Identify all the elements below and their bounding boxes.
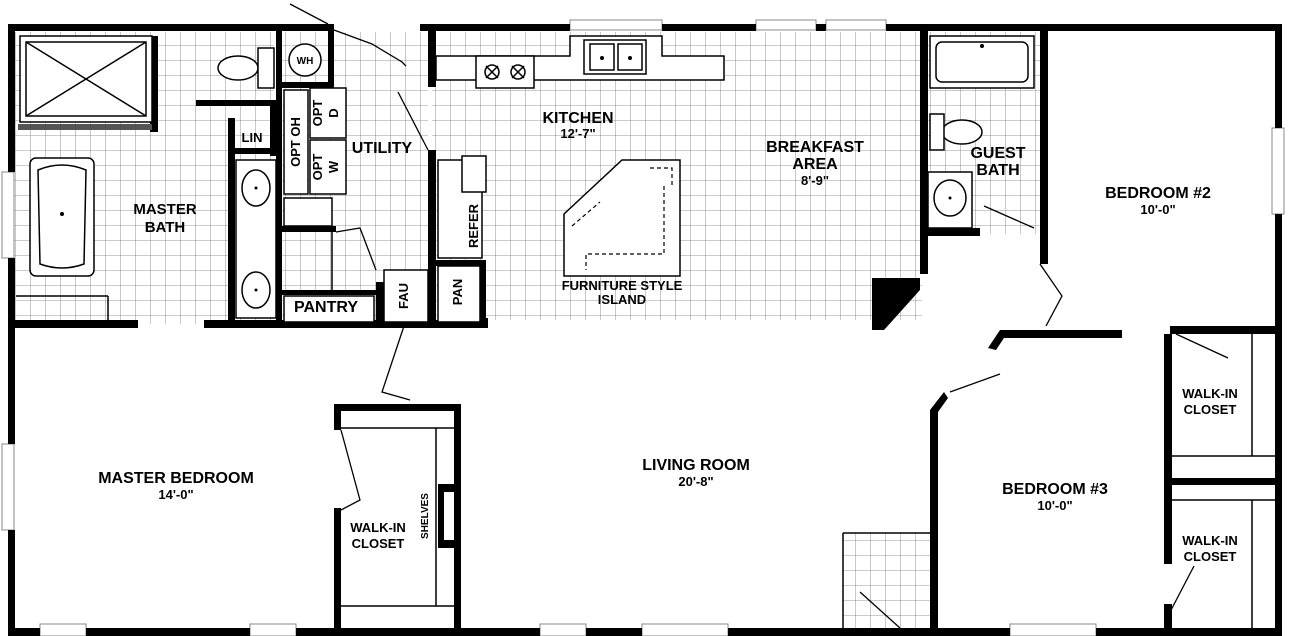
guest-tub-icon <box>929 35 1035 89</box>
breakfast-dim: 8'-9" <box>801 173 829 188</box>
island-label-line1: FURNITURE STYLE <box>562 278 683 293</box>
kitchen-sink-icon <box>583 39 647 75</box>
stove-icon <box>475 55 535 89</box>
interior-lines <box>16 87 1275 628</box>
water-heater-icon <box>288 43 322 77</box>
master-bath-label-line2: BATH <box>145 219 186 236</box>
toilet-icon <box>217 47 275 89</box>
kitchen-dim: 12'-7" <box>560 126 595 141</box>
bedroom2-dim: 10'-0" <box>1140 202 1175 217</box>
living-room-label: LIVING ROOM <box>642 457 750 474</box>
walls <box>8 24 1282 636</box>
opt-oh-label: OPT OH <box>288 117 303 167</box>
breakfast-label-line1: BREAKFAST <box>766 139 864 156</box>
master-closet-label-line1: WALK-IN <box>350 520 406 535</box>
shower-icon <box>18 35 153 130</box>
island-label-line2: ISLAND <box>598 292 646 307</box>
utility-label: UTILITY <box>352 140 413 157</box>
walkin-closet-1-label-line1: WALK-IN <box>1182 386 1238 401</box>
master-bedroom-dim: 14'-0" <box>158 487 193 502</box>
walkin-closet-2-label-line2: CLOSET <box>1184 549 1237 564</box>
opt-d-label-line2: D <box>326 108 341 117</box>
bathtub-icon <box>29 157 95 277</box>
pantry-label: PANTRY <box>294 299 358 316</box>
master-closet-label-line2: CLOSET <box>352 536 405 551</box>
kitchen-label: KITCHEN <box>542 110 613 127</box>
guest-bath-label-line1: GUEST <box>970 145 1025 162</box>
sink-icon <box>235 159 277 319</box>
guest-toilet-icon <box>929 113 983 151</box>
bedroom3-label: BEDROOM #3 <box>1002 481 1108 498</box>
opt-d-label-line1: OPT <box>310 100 325 127</box>
bedroom2-label: BEDROOM #2 <box>1105 185 1211 202</box>
breakfast-label-line2: AREA <box>792 156 838 173</box>
opt-w-label-line1: OPT <box>310 154 325 181</box>
guest-sink-icon <box>927 171 973 229</box>
tile-floors <box>12 32 1040 628</box>
walkin-closet-2-label-line1: WALK-IN <box>1182 533 1238 548</box>
doors <box>289 3 1229 629</box>
shelves-label: SHELVES <box>420 493 431 539</box>
room-labels: MASTER BATH LIN WH OPT OH OPT D OPT W UT… <box>98 56 1238 564</box>
guest-bath-label-line2: BATH <box>976 162 1019 179</box>
linen-label: LIN <box>242 130 263 145</box>
fixtures <box>18 35 1035 319</box>
opt-w-label-line2: W <box>326 160 341 173</box>
living-room-dim: 20'-8" <box>678 474 713 489</box>
pan-label: PAN <box>450 279 465 305</box>
master-bath-label-line1: MASTER <box>133 201 197 218</box>
fau-label: FAU <box>396 283 411 309</box>
island-icon <box>563 159 681 277</box>
bedroom3-dim: 10'-0" <box>1037 498 1072 513</box>
refrigerator-label: REFER <box>466 203 481 248</box>
walkin-closet-1-label-line2: CLOSET <box>1184 402 1237 417</box>
master-bedroom-label: MASTER BEDROOM <box>98 470 254 487</box>
water-heater-label: WH <box>297 56 314 67</box>
